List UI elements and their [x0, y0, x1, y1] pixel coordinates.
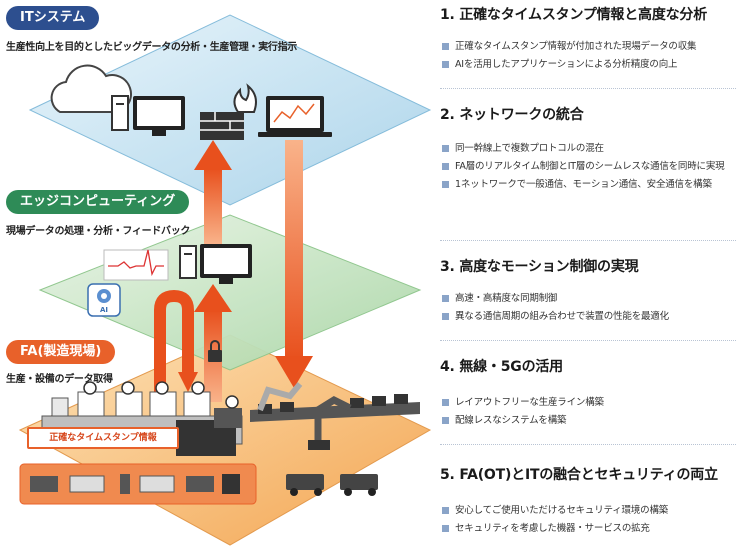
up-arrow-edge-to-it: [194, 140, 232, 244]
section-divider: [440, 340, 736, 342]
edge-pc-tower-icon: [179, 245, 197, 279]
list-item-text: FA層のリアルタイム制御とIT層のシームレスな通信を同時に実現: [455, 161, 725, 172]
list-item-text: 異なる通信周期の組み合わせで装置の性能を最適化: [455, 311, 669, 322]
section-list: レイアウトフリーな生産ライン構築 配線レスなシステムを構築: [442, 394, 736, 430]
bullet-icon: [442, 61, 449, 68]
timestamp-label: 正確なタイムスタンプ情報: [27, 427, 179, 449]
architecture-diagram: AI: [6, 6, 432, 546]
list-item: 安心してご使用いただけるセキュリティ環境の構築: [442, 502, 736, 520]
list-item-text: 配線レスなシステムを構築: [455, 415, 567, 426]
stopwatch-icon: [83, 381, 239, 409]
io-bus-panel: [19, 463, 257, 505]
it-layer-label: ITシステム: [6, 6, 100, 30]
section-title: 4. 無線・5Gの活用: [440, 359, 563, 375]
fa-layer-label: FA(製造現場): [6, 340, 116, 364]
section-title: 1. 正確なタイムスタンプ情報と高度な分析: [440, 7, 708, 23]
section-divider: [440, 240, 736, 242]
list-item: AIを活用したアプリケーションによる分析精度の向上: [442, 56, 736, 74]
list-item: セキュリティを考慮した機器・サービスの拡充: [442, 520, 736, 538]
bullet-icon: [442, 399, 449, 406]
list-item-text: 正確なタイムスタンプ情報が付加された現場データの収集: [455, 41, 697, 52]
list-item: FA層のリアルタイム制御とIT層のシームレスな通信を同時に実現: [442, 158, 736, 176]
list-item-text: 高速・高精度な同期制御: [455, 293, 558, 304]
section-list: 同一幹線上で複数プロトコルの混在 FA層のリアルタイム制御とIT層のシームレスな…: [442, 140, 736, 194]
section-divider: [440, 88, 736, 90]
section-list: 安心してご使用いただけるセキュリティ環境の構築 セキュリティを考慮した機器・サー…: [442, 502, 736, 538]
section-title: 3. 高度なモーション制御の実現: [440, 259, 639, 275]
list-item-text: AIを活用したアプリケーションによる分析精度の向上: [455, 59, 678, 70]
bullet-icon: [442, 417, 449, 424]
edge-monitor-icon: [200, 244, 252, 284]
list-item-text: レイアウトフリーな生産ライン構築: [455, 397, 604, 408]
features-panel: 1. 正確なタイムスタンプ情報と高度な分析 正確なタイムスタンプ情報が付加された…: [436, 0, 736, 550]
list-item: 正確なタイムスタンプ情報が付加された現場データの収集: [442, 38, 736, 56]
bullet-icon: [442, 43, 449, 50]
list-item: 高速・高精度な同期制御: [442, 290, 736, 308]
bullet-icon: [442, 507, 449, 514]
conveyor-icon: [250, 394, 420, 422]
section-list: 高速・高精度な同期制御 異なる通信周期の組み合わせで装置の性能を最適化: [442, 290, 736, 326]
robot-arm-icon: [257, 382, 352, 450]
list-item: 同一幹線上で複数プロトコルの混在: [442, 140, 736, 158]
diagram-canvas: AI: [18, 14, 432, 546]
list-item: 1ネットワークで一般通信、モーション通信、安全通信を構築: [442, 176, 736, 194]
list-item: レイアウトフリーな生産ライン構築: [442, 394, 736, 412]
bullet-icon: [442, 525, 449, 532]
list-item-text: 安心してご使用いただけるセキュリティ環境の構築: [455, 505, 669, 516]
loop-arrow: [154, 289, 198, 400]
list-item: 異なる通信周期の組み合わせで装置の性能を最適化: [442, 308, 736, 326]
it-plane: [28, 14, 432, 206]
bullet-icon: [442, 163, 449, 170]
waveform-monitor-icon: [103, 249, 169, 281]
list-item: 配線レスなシステムを構築: [442, 412, 736, 430]
fa-layer-description: 生産・設備のデータ取得: [6, 374, 113, 385]
monitor-icon: [133, 96, 185, 136]
bullet-icon: [442, 313, 449, 320]
section-divider: [440, 444, 736, 446]
bullet-icon: [442, 295, 449, 302]
bullet-icon: [442, 181, 449, 188]
list-item-text: 1ネットワークで一般通信、モーション通信、安全通信を構築: [455, 179, 712, 190]
edge-layer-description: 現場データの処理・分析・フィードバック: [6, 226, 191, 237]
down-arrow-it-to-fa: [275, 140, 313, 388]
section-list: 正確なタイムスタンプ情報が付加された現場データの収集 AIを活用したアプリケーシ…: [442, 38, 736, 74]
list-item-text: 同一幹線上で複数プロトコルの混在: [455, 143, 604, 154]
edge-layer-label: エッジコンピューティング: [6, 190, 190, 214]
firewall-icon: [200, 83, 257, 140]
section-title: 5. FA(OT)とITの融合とセキュリティの両立: [440, 467, 718, 483]
lock-icon: [208, 340, 222, 362]
section-title: 2. ネットワークの統合: [440, 107, 584, 123]
ai-badge-label: AI: [100, 306, 108, 314]
ai-brain-icon: [87, 283, 121, 317]
agv-icon: [286, 474, 378, 496]
it-layer-description: 生産性向上を目的としたビッグデータの分析・生産管理・実行指示: [6, 42, 297, 53]
list-item-text: セキュリティを考慮した機器・サービスの拡充: [455, 523, 650, 534]
analytics-laptop-icon: [258, 96, 332, 137]
bullet-icon: [442, 145, 449, 152]
pc-tower-icon: [111, 95, 129, 131]
